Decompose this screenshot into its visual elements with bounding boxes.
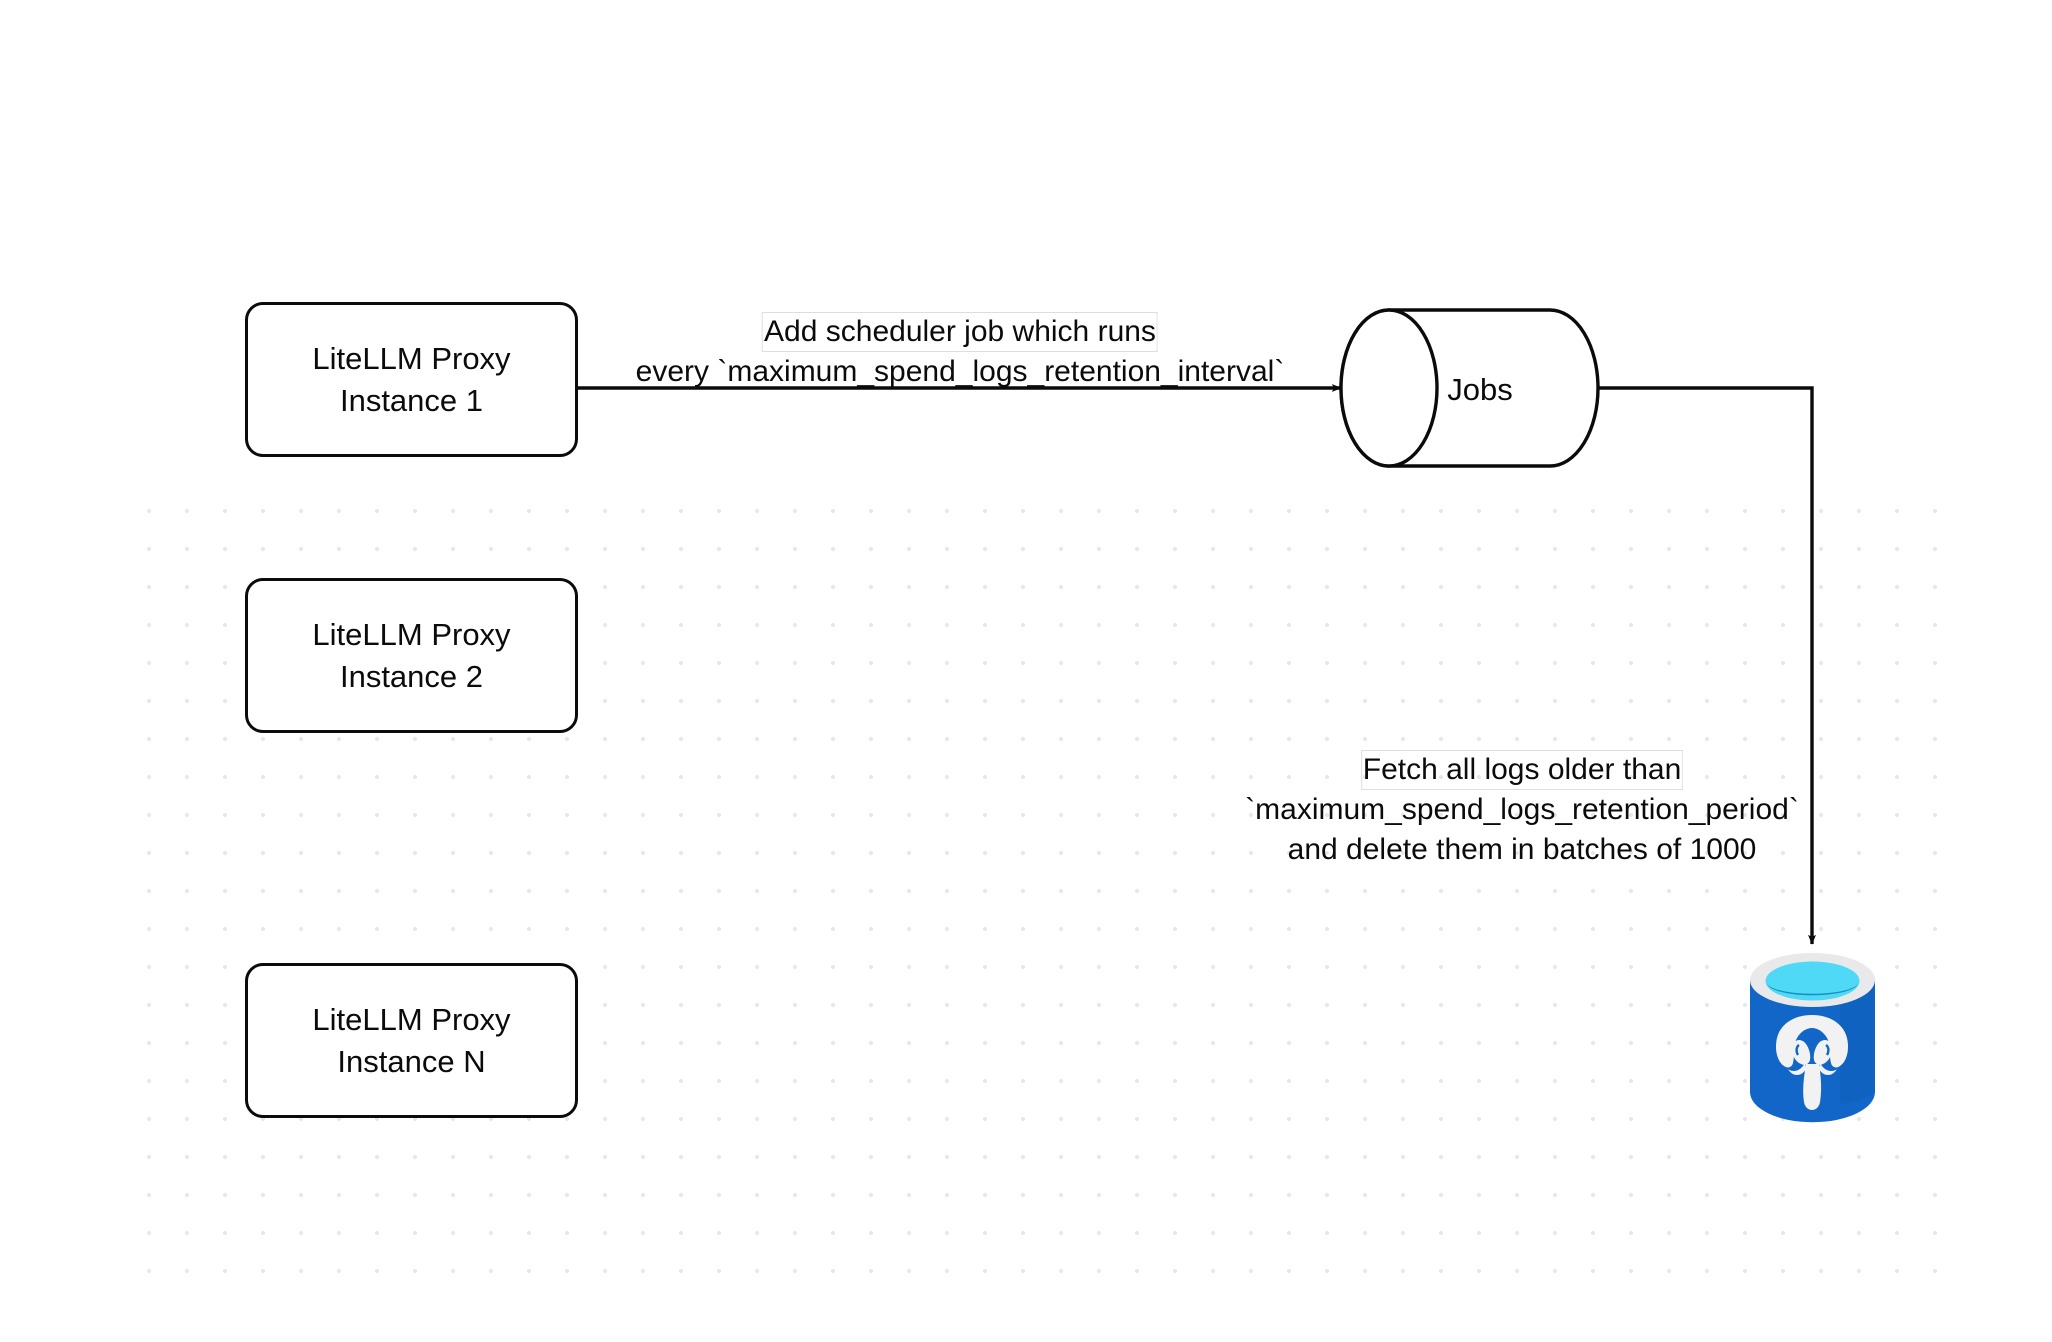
postgres-elephant-glyph [1775,1015,1849,1110]
node-litellm-proxy-instance-2[interactable]: LiteLLM Proxy Instance 2 [245,578,578,733]
edge-label-line2: every `maximum_spend_logs_retention_inte… [635,354,1285,388]
node-litellm-proxy-instance-n[interactable]: LiteLLM Proxy Instance N [245,963,578,1118]
node-label-line1: LiteLLM Proxy [312,341,511,377]
edge-label-line1: Add scheduler job which runs [762,312,1158,352]
edge-label-line1: Fetch all logs older than [1361,750,1684,790]
node-label-line2: Instance 1 [339,382,484,418]
node-label-line1: LiteLLM Proxy [312,617,511,653]
postgresql-database-icon[interactable] [1744,952,1881,1127]
edge-label-add-scheduler-job: Add scheduler job which runs every `maxi… [636,312,1285,392]
node-label-line2: Instance N [337,1043,486,1079]
postgresql-icon-svg [1750,953,1875,1123]
node-label-jobs: Jobs [1447,372,1513,407]
edge-label-line3: and delete them in batches of 1000 [1287,832,1757,866]
edge-label-line2: `maximum_spend_logs_retention_period` [1245,792,1799,826]
node-litellm-proxy-instance-1[interactable]: LiteLLM Proxy Instance 1 [245,302,578,457]
edge-label-fetch-and-delete-logs: Fetch all logs older than `maximum_spend… [1245,750,1799,870]
node-label-line2: Instance 2 [339,658,484,694]
postgres-elephant-detail [1795,1044,1830,1056]
node-label-line1: LiteLLM Proxy [312,1002,511,1038]
